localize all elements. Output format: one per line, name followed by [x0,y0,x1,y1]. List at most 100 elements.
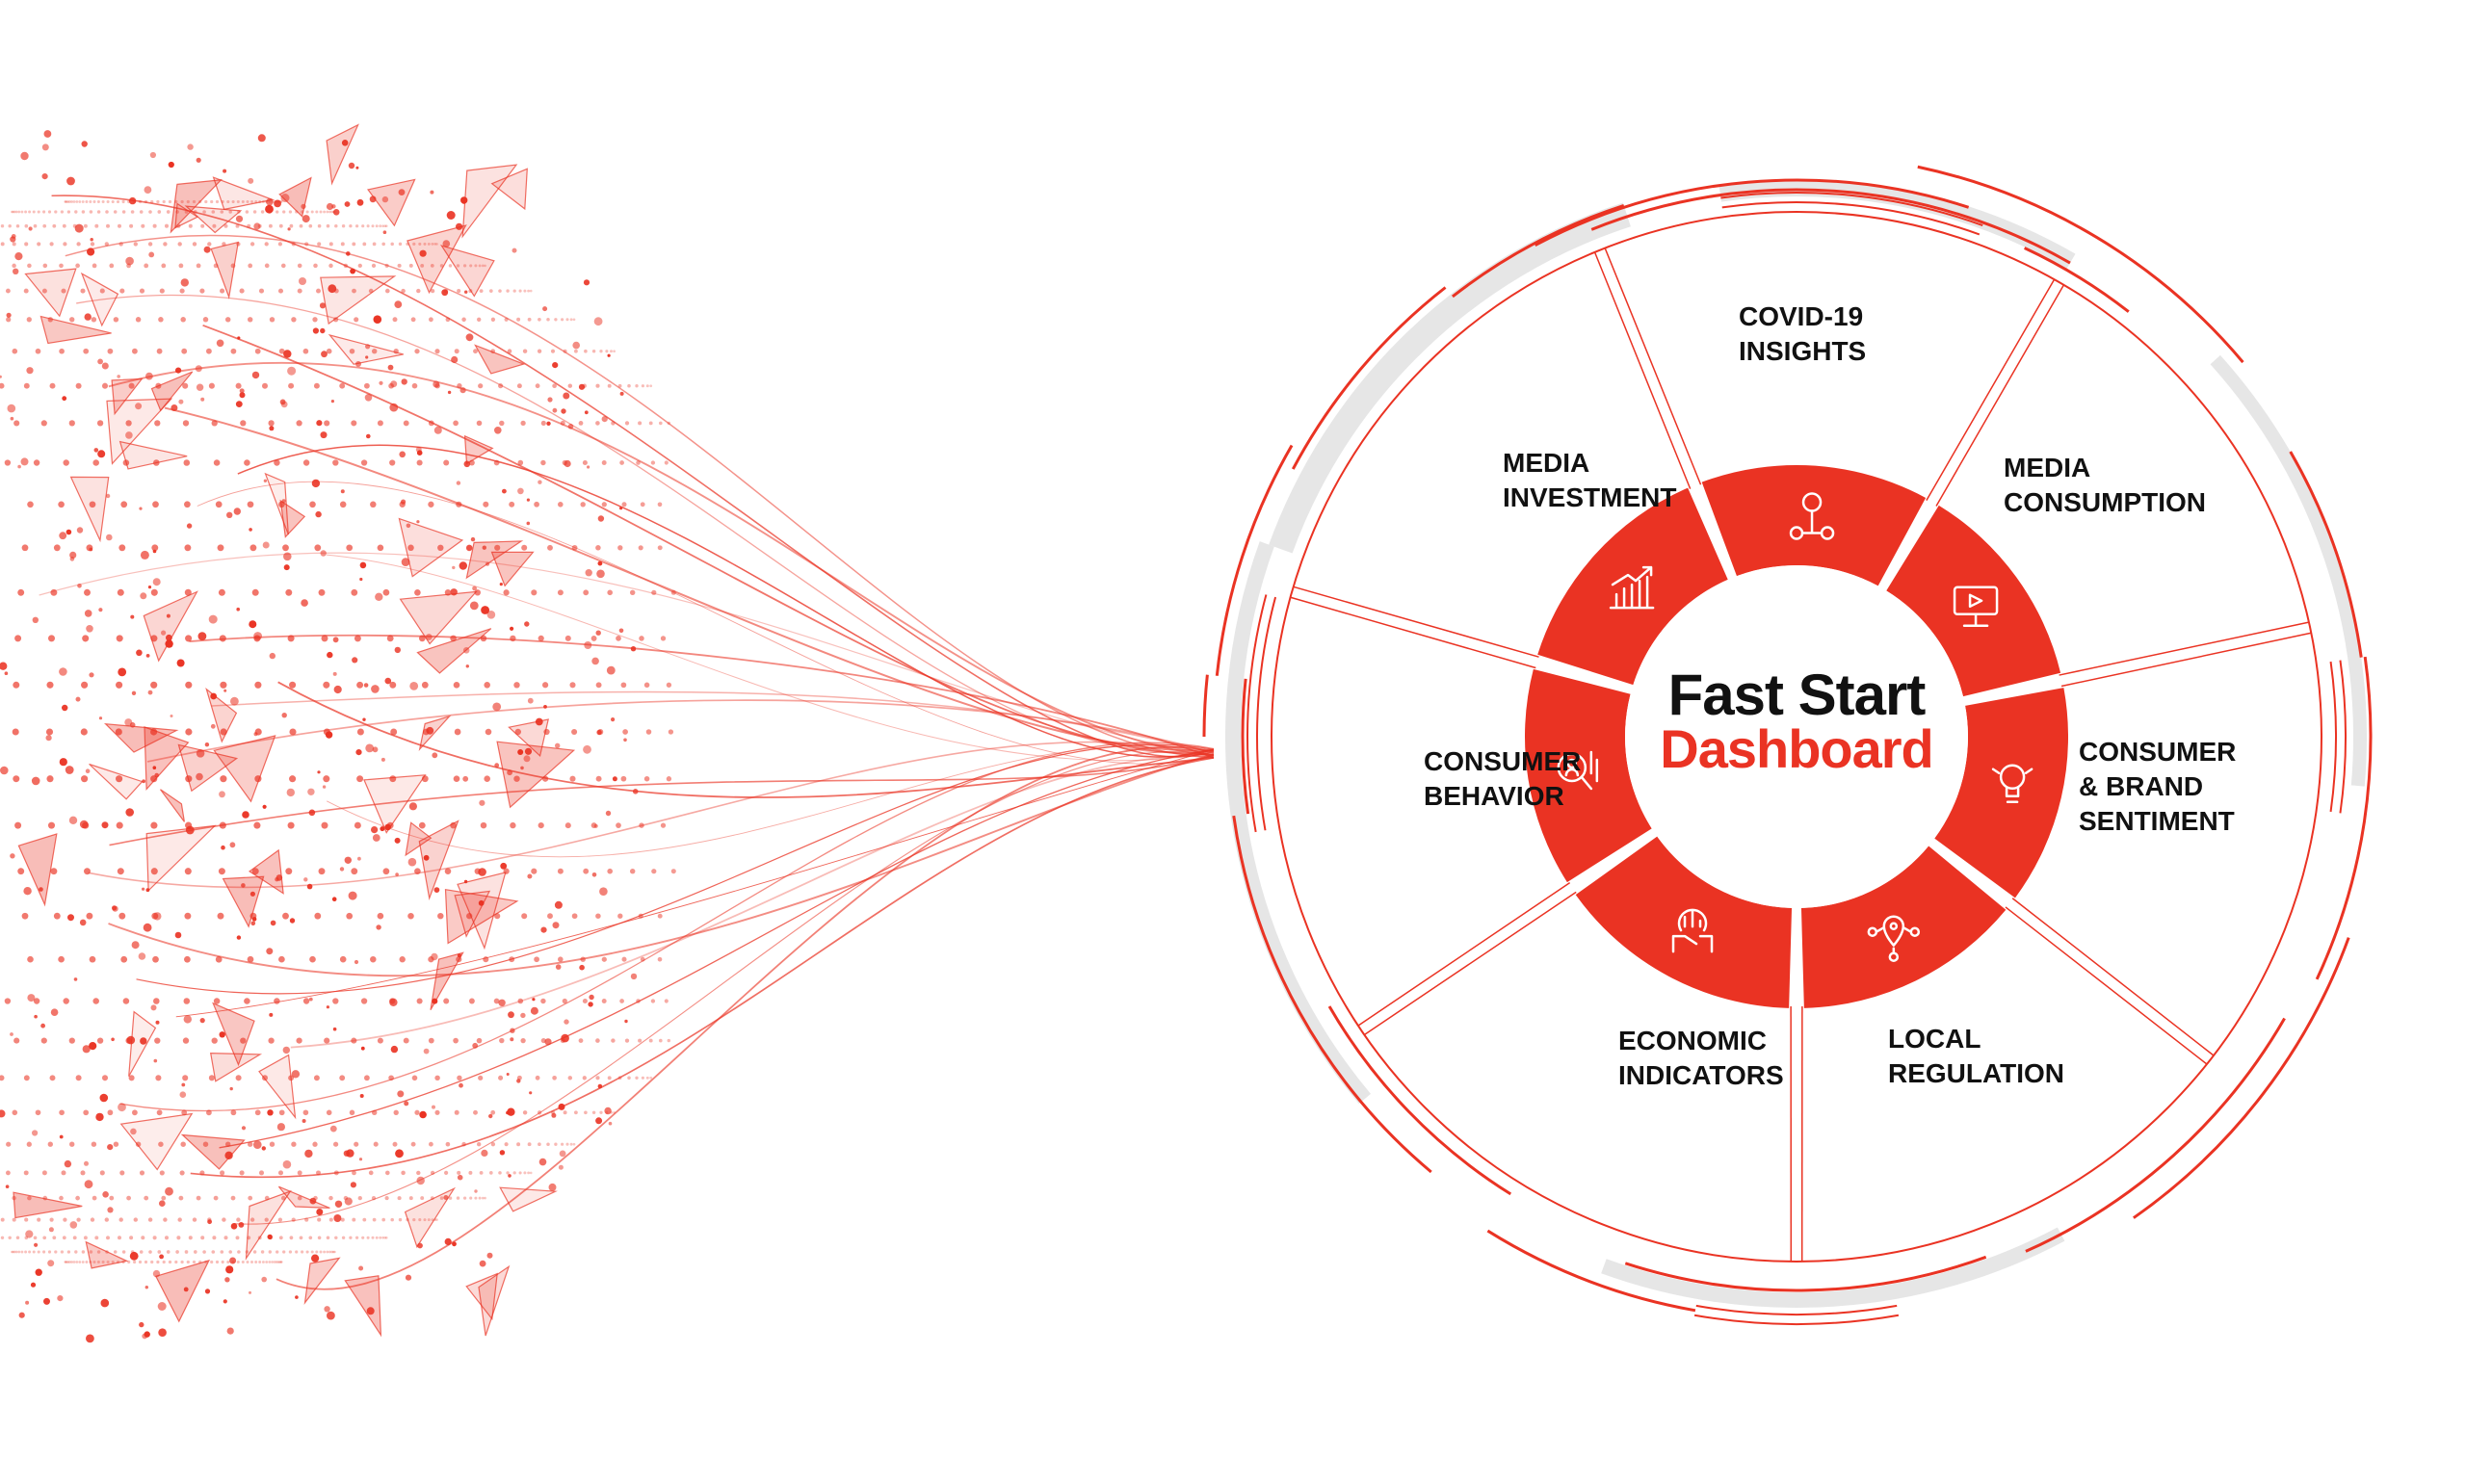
globe-dot [547,397,553,403]
globe-dot [269,1012,274,1017]
globe-dot [403,1037,409,1044]
globe-dot [361,224,365,228]
globe-dot [474,1189,478,1193]
globe-dot [584,1110,588,1115]
globe-dot [27,1195,32,1201]
globe-dot [101,821,109,829]
globe-dot [154,420,161,427]
globe-dot [670,869,676,874]
globe-dot [174,931,182,939]
globe-dot [33,459,40,466]
globe-dot [224,1277,230,1283]
spoke-line [2059,621,2310,676]
network-triangle [416,628,492,674]
globe-dot [131,941,140,950]
globe-dot [247,1141,253,1147]
ring-sector [1701,465,1927,586]
globe-dot [567,1076,573,1080]
globe-dot [478,383,484,389]
globe-dot [158,1328,167,1337]
globe-dot [79,919,87,926]
globe-dot [278,1236,283,1240]
globe-dot [401,378,407,385]
globe-dot [142,779,146,784]
globe-dot [516,383,522,389]
network-triangle [39,315,112,345]
globe-dot [180,317,186,323]
globe-dot [202,1250,206,1254]
globe-dot [504,1142,509,1147]
globe-dot [261,1146,266,1151]
globe-dot [490,317,496,322]
globe-dot [412,1217,416,1222]
globe-dot [488,1113,493,1119]
globe-dot [401,558,410,566]
globe-dot [595,630,601,636]
globe-dot [322,785,327,789]
globe-dot [277,242,283,247]
globe-dot [107,1207,114,1213]
stream-line [109,754,1215,846]
globe-dot [621,956,627,962]
globe-dot [567,383,573,388]
globe-dot [416,450,423,456]
globe-dot [89,210,93,214]
network-triangle [222,875,265,928]
globe-dot [185,681,193,689]
globe-dot [427,242,431,246]
globe-dot [542,306,548,312]
globe-dot [381,1236,384,1239]
globe-dot [299,277,306,285]
globe-dot [238,1222,245,1228]
globe-dot [86,1334,94,1343]
globe-dot [621,502,627,508]
globe-dot [521,913,528,920]
globe-dot [65,1261,67,1263]
globe-dot [395,1149,404,1159]
globe-dot [311,1254,320,1263]
outer-ring-arcs [1202,165,2373,1325]
globe-dot [523,289,527,293]
globe-dot [153,998,160,1004]
lightbulb-gear-head-icon [1991,764,2033,803]
globe-dot [157,210,162,214]
network-triangle [430,951,464,1010]
globe-dot [226,1327,234,1335]
globe-dot [370,501,377,508]
globe-dot [380,757,385,762]
globe-dot [53,912,61,920]
globe-dot [5,288,11,294]
globe-dot [116,681,123,689]
globe-dot [92,200,96,203]
bracket-arc [1693,1314,1900,1325]
globe-dot [159,1170,165,1176]
globe-dot [4,671,9,675]
globe-dot [148,251,155,258]
globe-dot [269,1141,275,1147]
globe-dot [582,459,588,466]
globe-dot [398,242,403,247]
globe-dot [456,222,463,230]
globe-dot [280,194,290,202]
network-triangle [209,1052,263,1082]
globe-dot [383,224,387,228]
globe-dot [357,856,361,861]
globe-dot [76,527,84,534]
globe-dot [508,1174,512,1178]
globe-dot [558,1164,564,1170]
globe-dot [364,1075,370,1081]
globe-dot [81,200,85,203]
globe-dot [140,592,147,600]
globe-dot [268,1037,275,1044]
globe-dot [479,289,484,294]
globe-dot [61,704,68,712]
globe-dot [13,420,20,427]
globe-dot [109,263,115,269]
globe-dot [220,1170,225,1176]
globe-dot [365,743,375,753]
globe-dot [561,1142,564,1146]
spoke-line [2005,906,2208,1065]
globe-dot [645,1076,649,1080]
globe-dot [196,157,201,163]
stream-line [326,554,1215,762]
